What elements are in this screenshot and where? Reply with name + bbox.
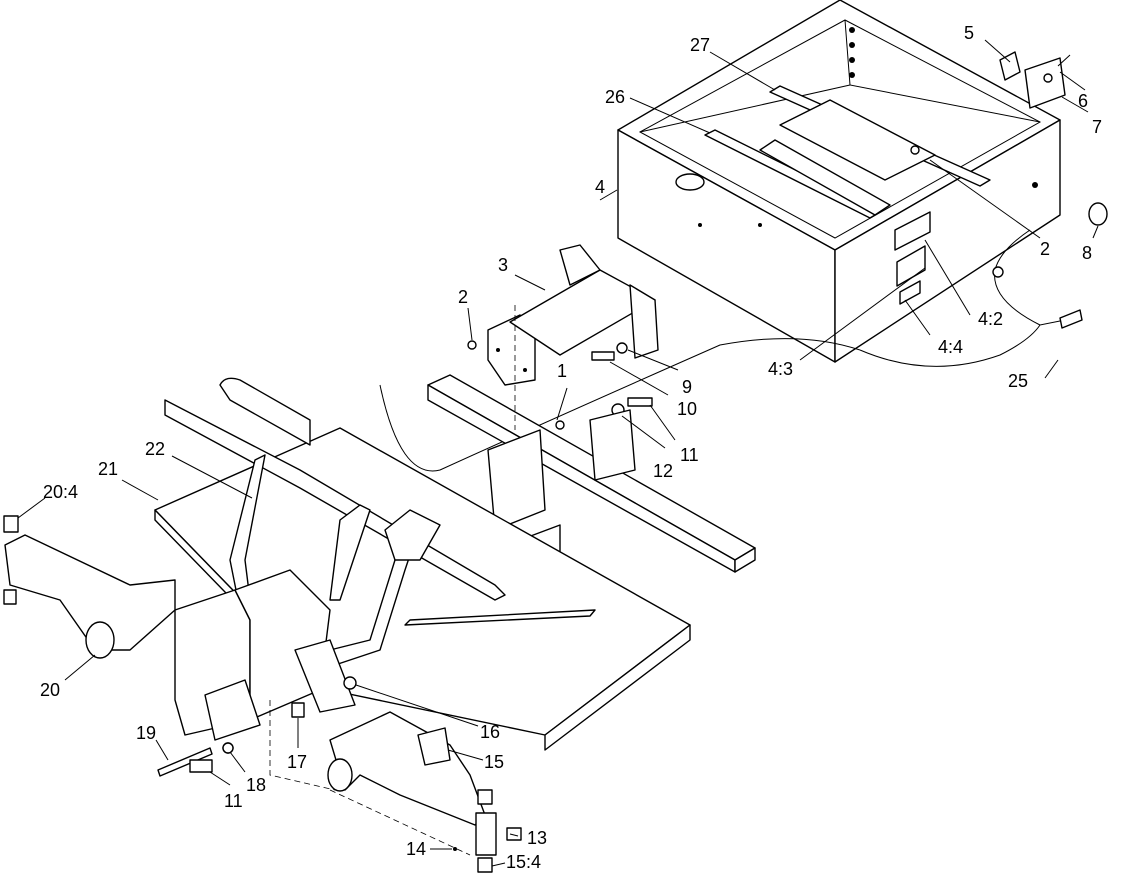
- callout-4-2: 4:2: [978, 309, 1004, 329]
- callout-26: 26: [605, 87, 626, 107]
- callout-25: 25: [1008, 371, 1029, 391]
- callout-11: 11: [224, 791, 243, 811]
- caster-fork-bottom: [327, 711, 522, 873]
- callout-20: 20: [40, 680, 61, 700]
- wire-harness: [379, 229, 1083, 472]
- callout-18: 18: [246, 775, 267, 795]
- frame-rail: [427, 374, 756, 573]
- callout-3: 3: [498, 255, 509, 275]
- mount-bracket: [467, 244, 659, 386]
- callout-9: 9: [682, 377, 693, 397]
- callout-20-4: 20:4: [43, 482, 79, 502]
- hinge-bracket: [999, 51, 1108, 226]
- callout-19: 19: [136, 723, 157, 743]
- baffle-plates: [704, 85, 991, 219]
- callout-14: 14: [406, 839, 427, 859]
- callout-22: 22: [145, 439, 166, 459]
- callout-2: 2: [1040, 239, 1051, 259]
- callout-4-3: 4:3: [768, 359, 794, 379]
- callout-10: 10: [677, 399, 698, 419]
- caster-fork-left: [3, 515, 176, 659]
- callout-27: 27: [690, 35, 711, 55]
- callout-2: 2: [458, 287, 469, 307]
- callout-6: 6: [1078, 91, 1089, 111]
- callout-17: 17: [287, 752, 308, 772]
- callout-4-4: 4:4: [938, 337, 964, 357]
- callout-13: 13: [527, 828, 548, 848]
- callout-15-4: 15:4: [506, 852, 542, 872]
- callout-11: 11: [680, 445, 699, 465]
- callout-12: 12: [653, 461, 674, 481]
- callout-1: 1: [557, 361, 568, 381]
- callout-5: 5: [964, 23, 975, 43]
- callout-8: 8: [1082, 243, 1093, 263]
- callout-16: 16: [480, 722, 501, 742]
- callout-4: 4: [595, 177, 606, 197]
- leader-lines: [17, 39, 1099, 867]
- callout-21: 21: [98, 459, 119, 479]
- callout-15: 15: [484, 752, 505, 772]
- callout-7: 7: [1092, 117, 1103, 137]
- pivot-bolts: [157, 742, 234, 777]
- roll-bar-frame: [164, 377, 506, 666]
